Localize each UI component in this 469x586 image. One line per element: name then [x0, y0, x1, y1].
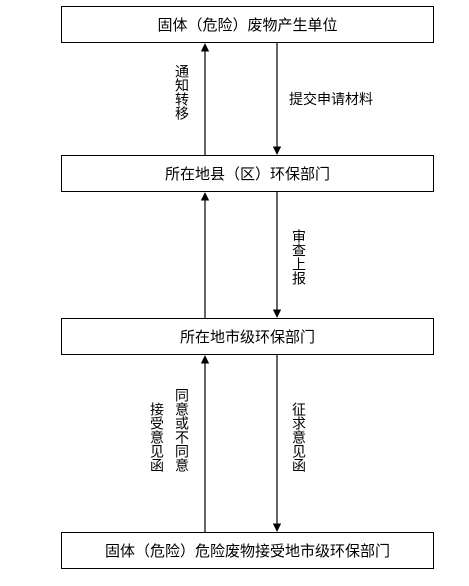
node-receiving-city-epb: 固体（危险）危险废物接受地市级环保部门	[61, 532, 434, 569]
label-submit-materials: 提交申请材料	[289, 92, 373, 108]
label-agree-or-not: 同意或不同意	[173, 388, 189, 472]
label-notify-transfer: 通知转移	[173, 64, 189, 120]
label-accept-opinion: 接受意见函	[148, 402, 164, 472]
node-waste-producer: 固体（危险）废物产生单位	[61, 6, 434, 43]
node-city-epb: 所在地市级环保部门	[61, 318, 434, 355]
node-county-epb: 所在地县（区）环保部门	[61, 155, 434, 192]
label-solicit-opinion: 征求意见函	[290, 402, 306, 472]
label-review-report: 审查上报	[290, 229, 306, 285]
